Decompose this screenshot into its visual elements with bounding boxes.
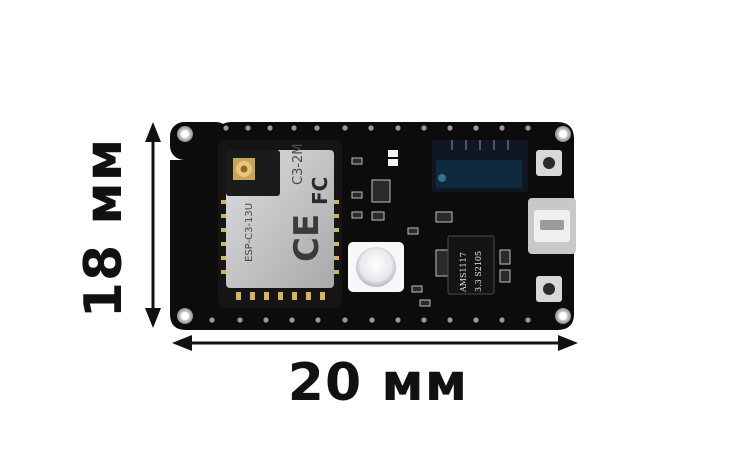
height-dimension-label: 18 мм [74, 137, 134, 319]
regulator-label-line2: 3.3 S2105 [474, 251, 483, 292]
smd-components [351, 157, 511, 307]
button-bottom [536, 276, 562, 302]
rgb-led [348, 242, 404, 292]
led-indicator [388, 150, 398, 157]
fcc-mark: FC [308, 177, 332, 205]
ce-mark: CE [287, 214, 327, 262]
mounting-hole [555, 126, 571, 142]
width-dimension-label: 20 мм [287, 353, 469, 413]
led-indicator [388, 159, 398, 166]
top-pin-row [223, 125, 531, 131]
voltage-regulator [447, 235, 495, 295]
dev-board [170, 122, 576, 330]
module-model-label: C3-2M [291, 143, 306, 185]
mounting-hole [555, 308, 571, 324]
usb-uart-chip [432, 140, 528, 192]
button-top [536, 150, 562, 176]
height-arrow [145, 122, 161, 328]
micro-usb-port [528, 198, 576, 254]
mounting-hole [177, 126, 193, 142]
bottom-pin-row [209, 317, 531, 323]
regulator-label-line1: AMS1117 [459, 252, 468, 293]
mounting-hole [177, 308, 193, 324]
module-mark-label: ESP-C3-13U [244, 203, 255, 262]
width-arrow [172, 335, 578, 351]
wifi-module [218, 140, 342, 308]
